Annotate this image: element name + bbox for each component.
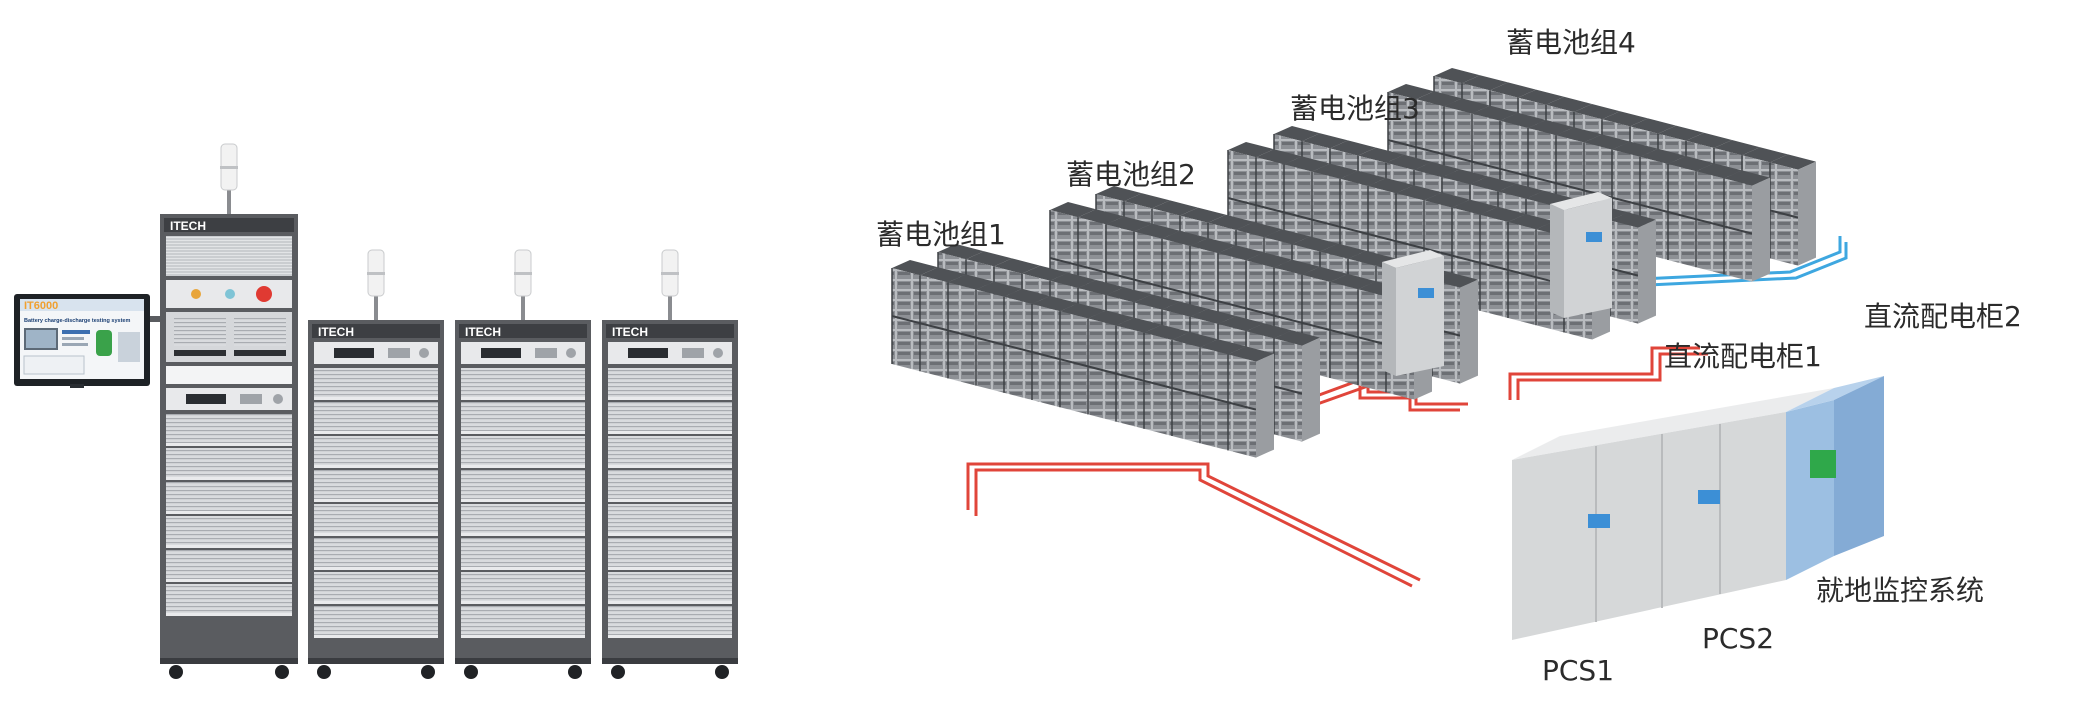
pcs2-display xyxy=(1698,490,1720,504)
test-cabinet: ITECH xyxy=(455,249,591,679)
battery-rack xyxy=(1273,330,1320,442)
ac-cable xyxy=(1516,352,1708,400)
battery-rack xyxy=(1143,324,1190,436)
battery-rack xyxy=(1031,296,1078,408)
battery-group xyxy=(891,244,1320,458)
dc-cabinet-1 xyxy=(1382,250,1444,376)
cabinet-brand-logo: ITECH xyxy=(612,325,648,339)
monitoring-cabinet xyxy=(1786,376,1884,580)
battery-group-4-label: 蓄电池组4 xyxy=(1506,26,1636,59)
cabinet-brand-logo: ITECH xyxy=(170,219,206,233)
topology-svg: 蓄电池组1 蓄电池组2 蓄电池组3 蓄电池组4 直流配电柜1 直流配电柜2 PC… xyxy=(876,26,2022,687)
pcs1-display xyxy=(1588,514,1610,528)
topology-diagram: 蓄电池组1 蓄电池组2 蓄电池组3 蓄电池组4 直流配电柜1 直流配电柜2 PC… xyxy=(800,0,2096,704)
battery-rack xyxy=(1115,317,1162,429)
ac-cable xyxy=(974,468,1413,588)
dc-cabinet-2-label: 直流配电柜2 xyxy=(1864,300,2022,333)
monitor: IT6000 Battery charge-discharge testing … xyxy=(14,294,164,388)
ac-cable xyxy=(966,462,1421,582)
battery-group-1-label: 蓄电池组1 xyxy=(876,218,1006,251)
battery-rack xyxy=(1227,346,1274,458)
battery-rack xyxy=(947,274,994,386)
monitoring-label: 就地监控系统 xyxy=(1816,574,1984,607)
pcs-cabinets xyxy=(1512,388,1834,640)
test-cabinet: ITECH xyxy=(160,143,298,679)
battery-rack xyxy=(1329,274,1376,386)
battery-rack xyxy=(1667,156,1714,268)
test-cabinets: ITECH ITECH ITECH ITECH xyxy=(160,143,738,679)
dc-cabinet-2 xyxy=(1550,192,1612,318)
diagram-labels: 蓄电池组1 蓄电池组2 蓄电池组3 蓄电池组4 直流配电柜1 直流配电柜2 PC… xyxy=(876,26,2022,687)
battery-groups xyxy=(891,68,1816,458)
battery-rack xyxy=(1087,310,1134,422)
test-cabinet: ITECH xyxy=(602,249,738,679)
pcs1-label: PCS1 xyxy=(1542,654,1614,687)
test-system-illustration: ITECH ITECH ITECH ITECH IT6000 Battery char… xyxy=(0,0,800,704)
monitor-subtitle: Battery charge-discharge testing system xyxy=(24,318,130,324)
battery-rack xyxy=(1199,339,1246,451)
battery-group-2-label: 蓄电池组2 xyxy=(1066,158,1196,191)
battery-rack xyxy=(1059,303,1106,415)
battery-rack xyxy=(1479,206,1526,318)
test-system-svg: ITECH ITECH ITECH ITECH IT6000 Battery char… xyxy=(14,143,738,679)
cabinet-display xyxy=(1418,288,1434,298)
ac-cable xyxy=(1508,346,1700,400)
dc-cabinet-1-label: 直流配电柜1 xyxy=(1664,340,1822,373)
battery-rack xyxy=(1507,214,1554,326)
monitor-screen-icon xyxy=(1810,450,1836,478)
test-cabinet: ITECH xyxy=(308,249,444,679)
monitor-title: IT6000 xyxy=(24,300,58,312)
battery-rack xyxy=(891,260,938,372)
cabinet-brand-logo: ITECH xyxy=(318,325,354,339)
battery-rack xyxy=(1695,163,1742,275)
battery-rack xyxy=(1171,332,1218,444)
battery-rack xyxy=(1723,170,1770,282)
battery-rack xyxy=(975,281,1022,393)
battery-group-3-label: 蓄电池组3 xyxy=(1290,92,1420,125)
cabinet-display xyxy=(1586,232,1602,242)
battery-rack xyxy=(919,267,966,379)
battery-rack xyxy=(1003,288,1050,400)
pcs2-label: PCS2 xyxy=(1702,622,1774,655)
cabinet-brand-logo: ITECH xyxy=(465,325,501,339)
